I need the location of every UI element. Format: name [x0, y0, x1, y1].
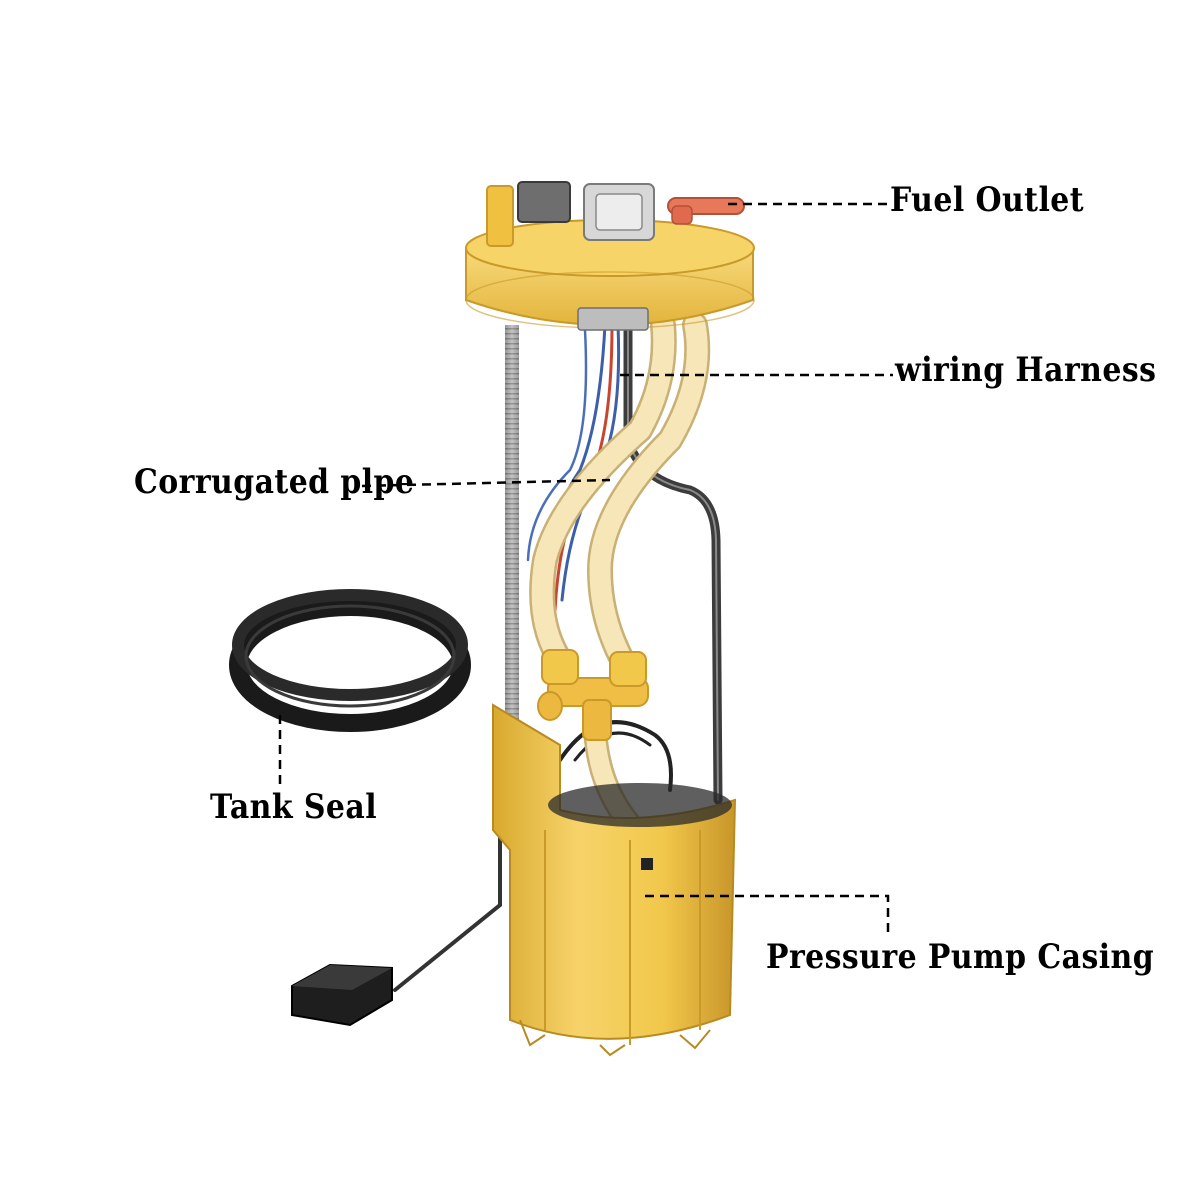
leader-pump-casing	[645, 894, 890, 938]
label-fuel-outlet: Fuel Outlet	[890, 180, 1084, 220]
label-wiring-harness: wiring Harness	[895, 350, 1157, 390]
pump-casing	[492, 703, 737, 1057]
level-sender	[291, 828, 502, 1027]
return-line	[623, 325, 723, 805]
leader-lines	[278, 202, 893, 938]
top-flange	[465, 181, 755, 331]
tank-seal	[229, 589, 471, 732]
threaded-rod	[505, 325, 519, 745]
leader-corrugated-pipe	[361, 478, 611, 488]
label-pressure-pump-casing: Pressure Pump Casing	[766, 937, 1155, 977]
t-junction	[537, 649, 649, 741]
label-tank-seal: Tank Seal	[210, 787, 378, 827]
label-corrugated-pipe: Corrugated plpe	[134, 462, 415, 502]
